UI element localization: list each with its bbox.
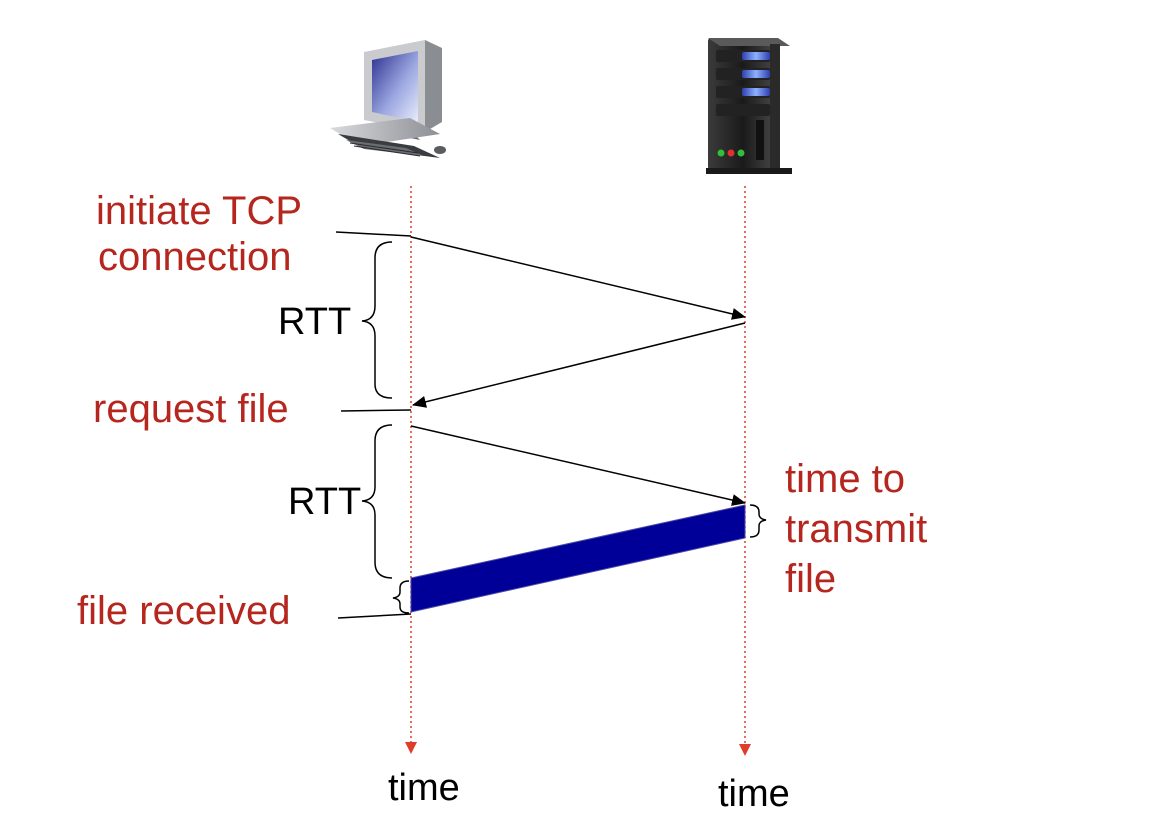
client-timeline-arrowhead <box>405 742 417 754</box>
received-leader-line <box>337 613 412 619</box>
rtt-label-second: RTT <box>288 481 361 523</box>
rtt-brace-second <box>361 424 393 579</box>
transmit-brace <box>749 504 767 538</box>
transmit-label-line2: transmit <box>785 507 927 551</box>
request-arrow <box>410 425 746 506</box>
initiate-label-line1: initiate TCP <box>96 189 302 233</box>
time-label-server: time <box>718 773 790 815</box>
server-tower-icon <box>706 38 792 174</box>
rtt-brace-first <box>361 241 393 399</box>
receive-brace <box>392 580 410 614</box>
initiate-leader-line <box>335 231 412 237</box>
file-received-label: file received <box>77 589 290 633</box>
transmit-label-line1: time to <box>785 457 905 501</box>
rtt-label-first: RTT <box>278 301 351 343</box>
syn-arrow <box>410 236 746 320</box>
desktop-computer-icon <box>330 40 446 158</box>
file-transfer-band <box>410 504 746 613</box>
time-label-client: time <box>388 767 460 809</box>
server-timeline-arrowhead <box>739 744 751 756</box>
transmit-label-line3: file <box>785 557 836 601</box>
initiate-label-line2: connection <box>98 235 291 279</box>
synack-arrow <box>412 322 746 408</box>
request-file-label: request file <box>93 387 289 431</box>
request-leader-line <box>340 409 412 412</box>
